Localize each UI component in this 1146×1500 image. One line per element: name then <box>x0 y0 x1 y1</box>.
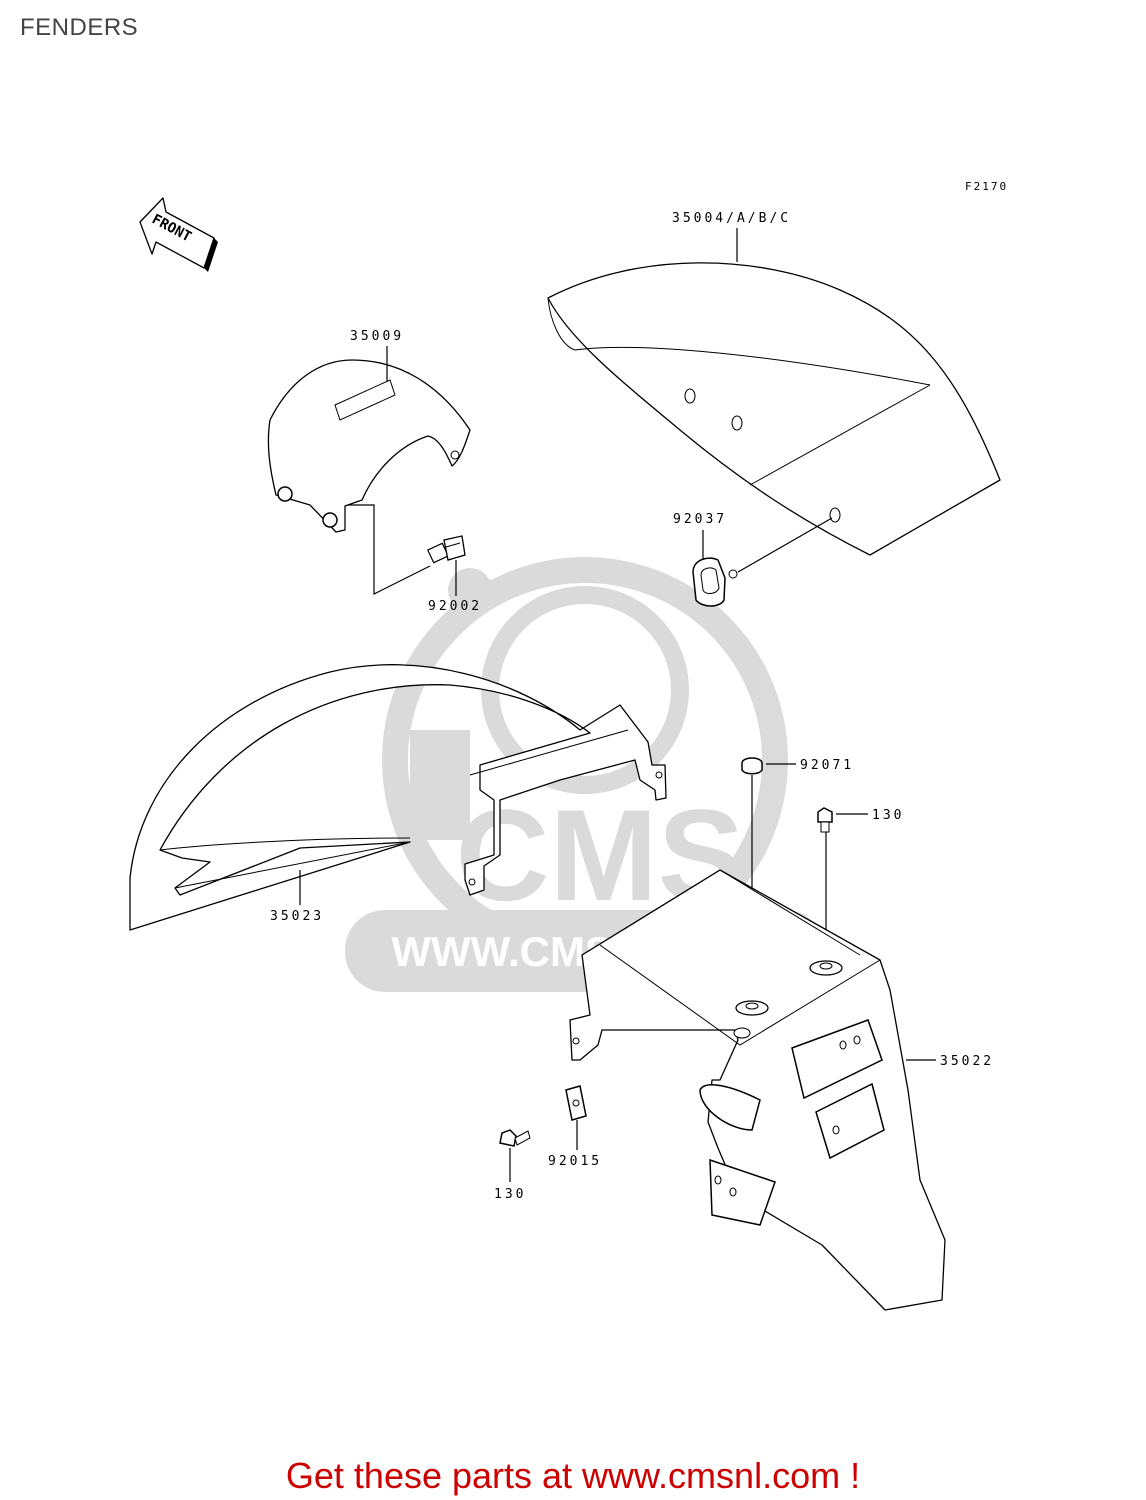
part-label-92071: 92071 <box>800 758 854 773</box>
exploded-parts-diagram: CMS WWW.CMSNL.COM F2170 FRONT 35004/A/B/… <box>129 180 1008 1311</box>
rear-fender <box>569 869 946 1311</box>
figure-code: F2170 <box>965 180 1008 193</box>
part-label-35022: 35022 <box>940 1054 994 1069</box>
front-arrow-icon: FRONT <box>139 197 218 272</box>
grommet-92071 <box>741 757 796 1000</box>
part-label-35009: 35009 <box>350 329 404 344</box>
front-fender <box>547 262 1001 556</box>
part-label-35023: 35023 <box>270 909 324 924</box>
footer-cta-link[interactable]: Get these parts at www.cmsnl.com ! <box>285 1455 861 1496</box>
cable-guide-92037 <box>692 517 833 607</box>
part-label-130-upper: 130 <box>872 808 904 823</box>
part-label-92015: 92015 <box>548 1154 602 1169</box>
part-label-92037: 92037 <box>673 512 727 527</box>
part-label-35004: 35004/A/B/C <box>672 211 791 226</box>
bolt-92002 <box>348 504 466 595</box>
page-title: FENDERS <box>20 14 139 41</box>
fender-cover <box>267 359 471 533</box>
part-label-92002: 92002 <box>428 599 482 614</box>
bolt-130-lower <box>499 1129 531 1182</box>
nut-clip-92015 <box>565 1085 587 1150</box>
part-label-130-lower: 130 <box>494 1187 526 1202</box>
inner-rear-fender <box>129 664 667 931</box>
